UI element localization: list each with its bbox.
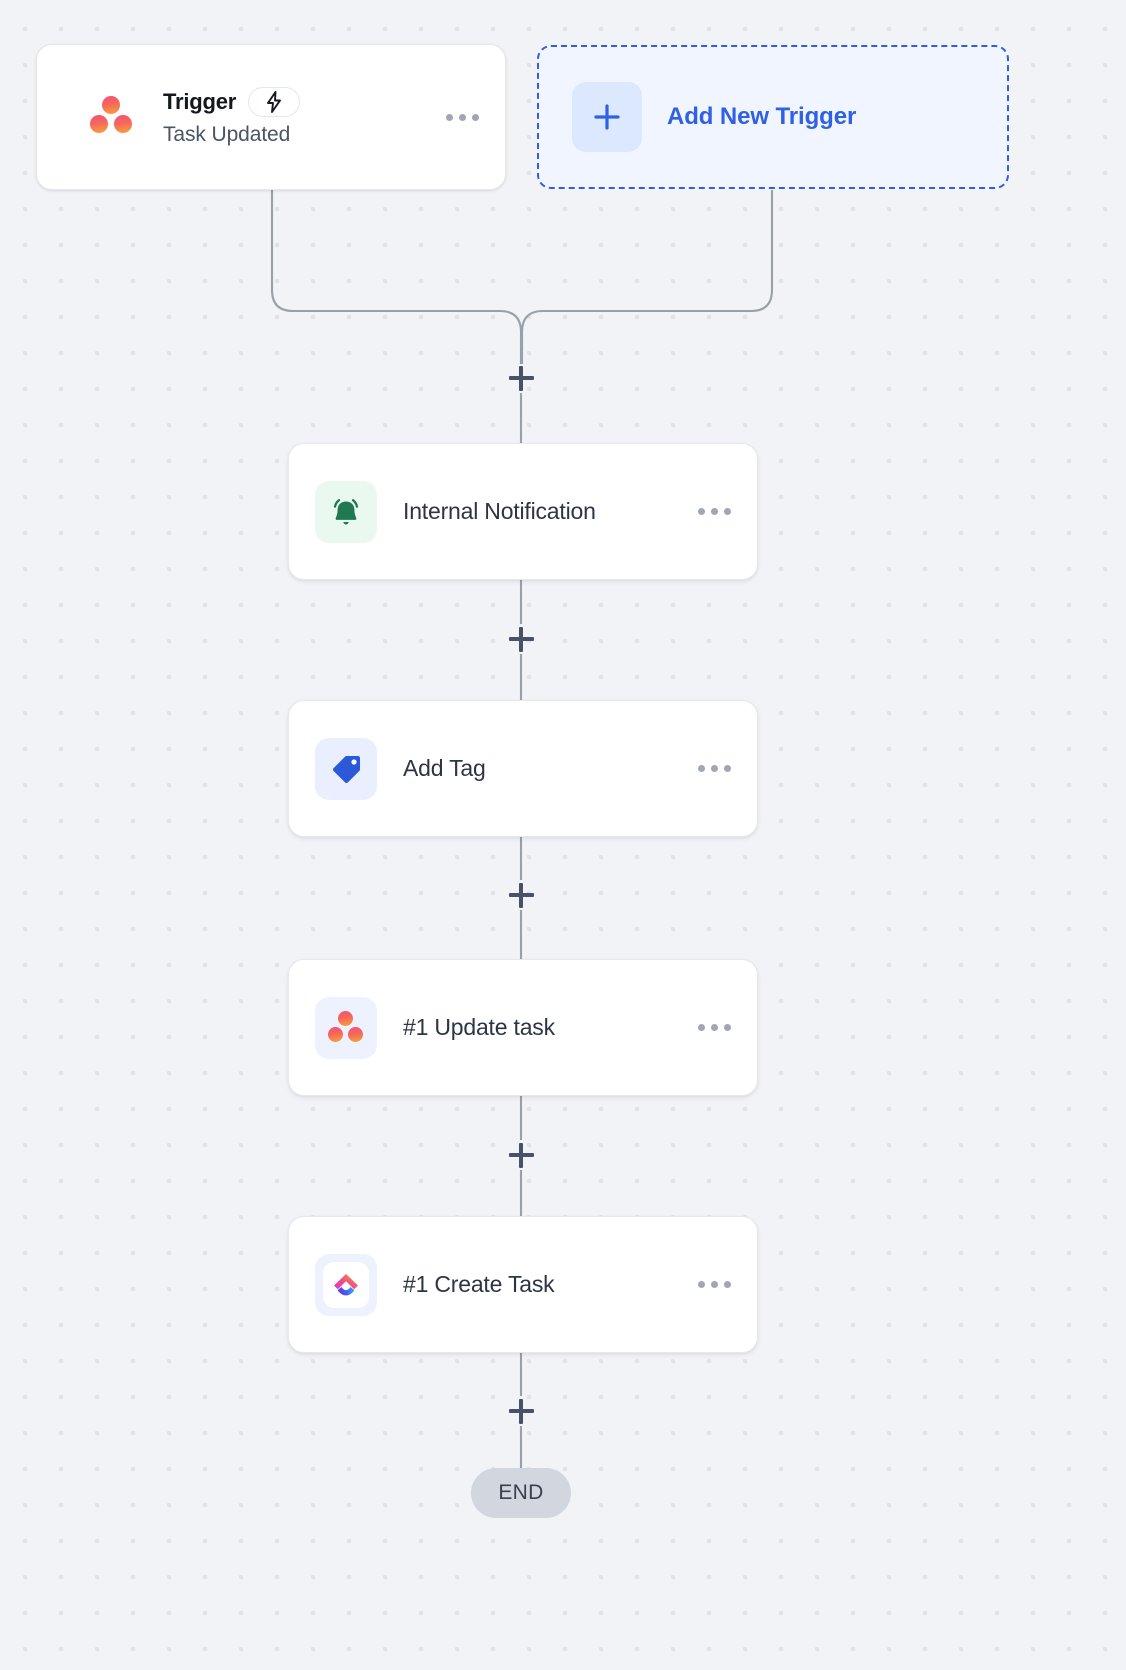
more-options-icon[interactable] xyxy=(698,1281,731,1288)
trigger-title: Trigger xyxy=(163,89,237,114)
lightning-bolt-icon xyxy=(248,87,301,117)
bell-icon xyxy=(315,480,377,543)
step-label: #1 Update task xyxy=(403,1014,555,1040)
step-label: Internal Notification xyxy=(403,498,596,524)
clickup-logo-icon xyxy=(315,1253,377,1316)
trigger-text-block: Trigger Task Updated xyxy=(163,87,446,147)
asana-logo-icon xyxy=(315,996,377,1059)
end-node: END xyxy=(471,1468,571,1518)
add-new-trigger-label: Add New Trigger xyxy=(667,103,857,130)
add-new-trigger-button[interactable]: Add New Trigger xyxy=(537,45,1009,189)
more-options-icon[interactable] xyxy=(698,1024,731,1031)
step-label: #1 Create Task xyxy=(403,1271,555,1297)
tag-icon xyxy=(315,737,377,800)
step-card-update-task[interactable]: #1 Update task xyxy=(288,959,758,1096)
asana-logo-icon xyxy=(89,95,133,139)
more-options-icon[interactable] xyxy=(698,508,731,515)
step-card-internal-notification[interactable]: Internal Notification xyxy=(288,443,758,580)
plus-after-update-task[interactable] xyxy=(506,1140,536,1170)
step-label: Add Tag xyxy=(403,755,486,781)
step-card-create-task[interactable]: #1 Create Task xyxy=(288,1216,758,1353)
more-options-icon[interactable] xyxy=(446,113,479,121)
plus-after-triggers[interactable] xyxy=(506,363,536,393)
more-options-icon[interactable] xyxy=(698,765,731,772)
trigger-subtitle: Task Updated xyxy=(163,123,291,146)
step-card-add-tag[interactable]: Add Tag xyxy=(288,700,758,837)
plus-after-internal-notification[interactable] xyxy=(506,624,536,654)
trigger-card[interactable]: Trigger Task Updated xyxy=(36,44,506,190)
plus-after-create-task[interactable] xyxy=(506,1396,536,1426)
plus-after-add-tag[interactable] xyxy=(506,880,536,910)
plus-icon xyxy=(572,82,642,152)
